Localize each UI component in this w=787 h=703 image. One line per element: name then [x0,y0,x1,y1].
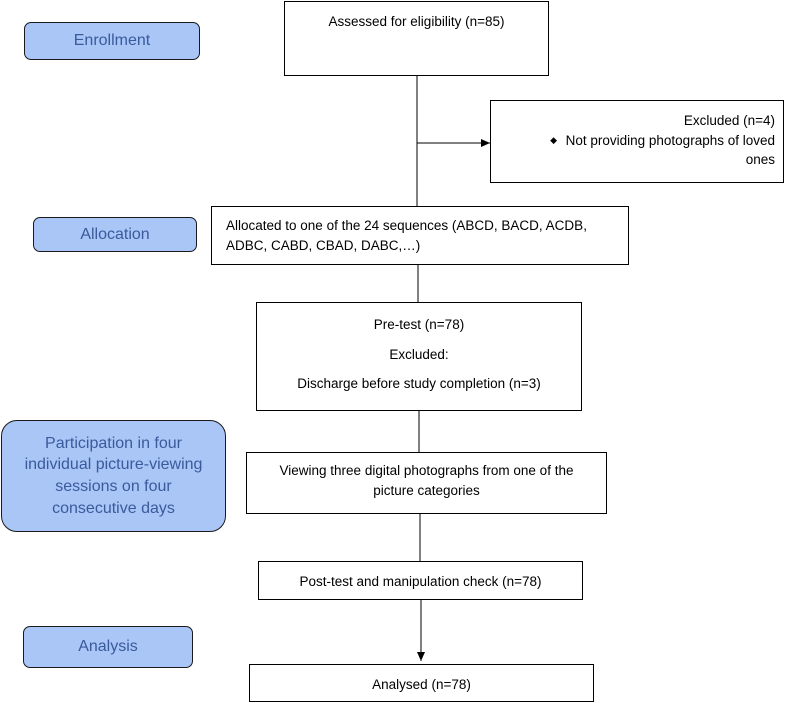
stage-allocation-label: Allocation [80,225,150,243]
excluded-reason: Not providing photographs of loved ones [565,132,775,168]
allocated-box: Allocated to one of the 24 sequences (AB… [211,206,629,265]
posttest-text: Post-test and manipulation check (n=78) [299,574,542,589]
stage-enrollment-label: Enrollment [73,32,151,49]
stage-analysis: Analysis [23,626,193,668]
allocated-text: Allocated to one of the 24 sequences (AB… [226,218,587,253]
stage-participation: Participation in four individual picture… [1,420,226,532]
pretest-text: Pre-test (n=78) [373,317,465,332]
viewing-box: Viewing three digital photographs from o… [246,452,607,514]
analysed-text: Analysed (n=78) [372,677,471,692]
pretest-box: Pre-test (n=78) Excluded: Discharge befo… [256,302,582,411]
excluded-title: Excluded (n=4) [683,113,775,128]
stage-analysis-label: Analysis [78,638,138,655]
assessed-text: Assessed for eligibility (n=85) [328,14,505,29]
analysed-box: Analysed (n=78) [249,664,594,702]
excluded-reason-row: ◆ Not providing photographs of loved one… [499,131,775,170]
stage-allocation: Allocation [33,217,197,252]
assessed-box: Assessed for eligibility (n=85) [284,1,549,76]
pretest-excluded-label: Excluded: [389,346,449,362]
excluded-box: Excluded (n=4) ◆ Not providing photograp… [490,100,784,183]
viewing-text: Viewing three digital photographs from o… [279,463,574,498]
stage-participation-label: Participation in four individual picture… [24,434,203,517]
stage-enrollment: Enrollment [24,22,200,60]
pretest-excluded-reason: Discharge before study completion (n=3) [297,376,541,392]
posttest-box: Post-test and manipulation check (n=78) [258,561,583,600]
diamond-bullet-icon: ◆ [550,134,557,145]
